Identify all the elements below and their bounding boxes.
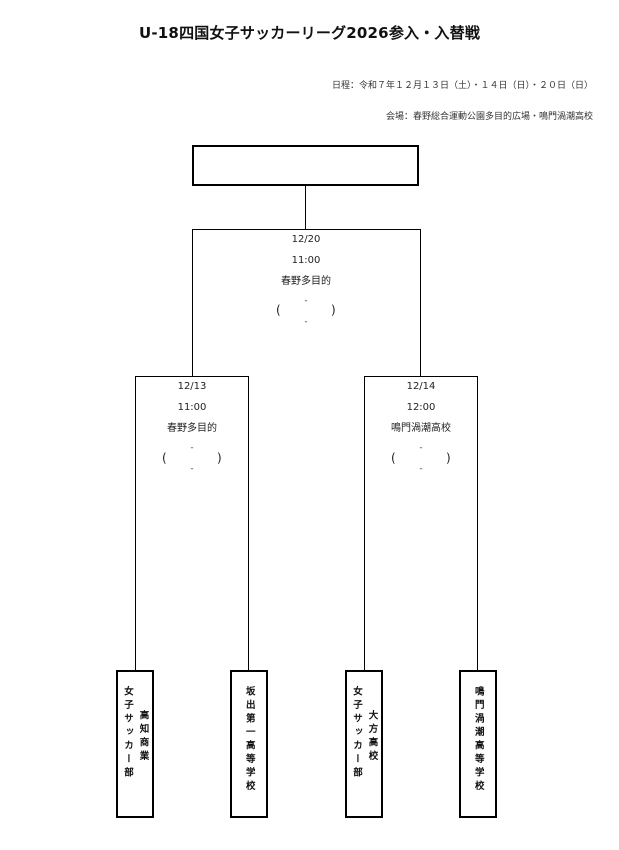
team-name-line: 高知商業 <box>137 710 149 764</box>
semi-right-left-line <box>364 376 365 670</box>
final-top-line <box>192 229 421 230</box>
team-box-naruto-uzushio: 鳴門渦潮高等学校 <box>459 670 497 818</box>
final-score-bottom: - <box>304 317 308 327</box>
venue-text: 会場：春野総合運動公園多目的広場・鳴門渦潮高校 <box>385 112 593 122</box>
team-club-line: 女子サッカー部 <box>122 686 133 781</box>
semi-left-venue: 春野多目的 <box>167 423 217 434</box>
team-box-kochi-shogyo: 高知商業 女子サッカー部 <box>116 670 154 818</box>
team-club-line: 女子サッカー部 <box>351 686 362 781</box>
final-time: 11:00 <box>291 255 321 266</box>
semi-left-score-top: - <box>190 443 194 453</box>
final-stem-line <box>305 186 306 229</box>
schedule-text: 日程：令和７年１２月１３日（土）・１４日（日）・２０日（日） <box>331 81 593 91</box>
semi-left-date: 12/13 <box>177 381 207 392</box>
semi-left-top-line <box>135 376 249 377</box>
final-right-line <box>420 229 421 376</box>
semi-right-right-line <box>477 376 478 670</box>
semi-right-paren-close: ) <box>446 451 451 465</box>
semi-right-top-line <box>364 376 478 377</box>
team-name-line: 鳴門渦潮高等学校 <box>472 686 484 794</box>
semi-right-venue: 鳴門渦潮高校 <box>391 423 451 434</box>
team-name-line: 大方高校 <box>366 710 378 764</box>
semi-right-paren-open: ( <box>391 451 396 465</box>
semi-right-score-bottom: - <box>419 464 423 474</box>
team-name-line: 坂出第一高等学校 <box>243 686 255 794</box>
winner-box <box>192 145 419 186</box>
final-score-top: - <box>304 296 308 306</box>
semi-left-paren-open: ( <box>162 451 167 465</box>
final-paren-open: ( <box>276 303 281 317</box>
semi-left-right-line <box>248 376 249 670</box>
semi-left-time: 11:00 <box>177 402 207 413</box>
semi-left-paren-close: ) <box>217 451 222 465</box>
final-date: 12/20 <box>291 234 321 245</box>
semi-right-score-top: - <box>419 443 423 453</box>
page-title: U-18四国女子サッカーリーグ2026参入・入替戦 <box>138 24 481 42</box>
semi-right-time: 12:00 <box>406 402 436 413</box>
team-box-sakaide-daiichi: 坂出第一高等学校 <box>230 670 268 818</box>
semi-right-date: 12/14 <box>406 381 436 392</box>
semi-left-score-bottom: - <box>190 464 194 474</box>
semi-left-left-line <box>135 376 136 670</box>
final-left-line <box>192 229 193 376</box>
final-paren-close: ) <box>331 303 336 317</box>
team-box-ogata: 大方高校 女子サッカー部 <box>345 670 383 818</box>
final-venue: 春野多目的 <box>281 276 331 287</box>
